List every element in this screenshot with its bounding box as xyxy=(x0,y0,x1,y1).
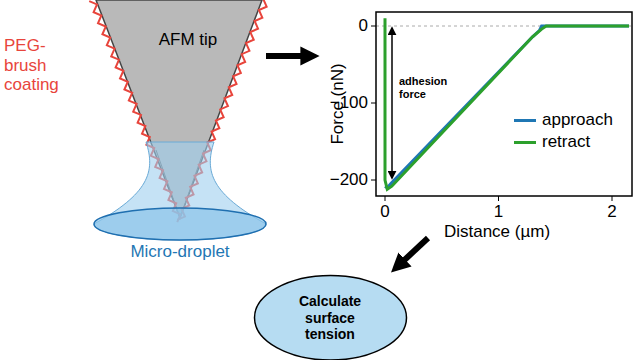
approach-curve xyxy=(385,26,629,188)
annotation: adhesion force xyxy=(399,75,451,100)
droplet-base xyxy=(94,208,266,240)
tick-mark xyxy=(498,196,499,201)
tick-label: 1 xyxy=(494,202,503,222)
legend-text: approach xyxy=(542,110,613,130)
node-label: AFM tip xyxy=(159,30,218,50)
adhesion-arrow xyxy=(391,28,393,178)
legend-text: retract xyxy=(542,132,590,152)
node-label: Micro-droplet xyxy=(130,242,229,262)
tick-label: 2 xyxy=(607,202,616,222)
legend-line-sample xyxy=(514,119,536,122)
coating-label: PEG-brush coating xyxy=(4,36,88,95)
flow-arrow xyxy=(398,238,428,266)
plot-frame xyxy=(376,12,632,196)
tick-label: −200 xyxy=(330,170,368,190)
tick-label: 0 xyxy=(359,16,368,36)
tick-mark xyxy=(385,196,386,201)
legend-entry: retract xyxy=(514,132,590,152)
legend-line-sample xyxy=(514,141,536,144)
droplet-body xyxy=(94,142,266,240)
tick-mark xyxy=(371,26,376,27)
retract-curve xyxy=(385,18,629,189)
flow-arrow xyxy=(266,53,310,59)
tick-label: −100 xyxy=(330,93,368,113)
node-label: Calculate surface tension xyxy=(280,293,380,343)
ellipse-outline xyxy=(254,276,406,360)
legend-entry: approach xyxy=(514,110,613,130)
result-ellipse: Calculate surface tension xyxy=(253,274,408,360)
tick-label: 0 xyxy=(380,202,389,222)
micro-droplet: Micro-droplet xyxy=(86,132,274,266)
axis-title: Distance (µm) xyxy=(444,222,550,242)
tick-mark xyxy=(371,180,376,181)
force-chart xyxy=(371,12,632,201)
tick-mark xyxy=(612,196,613,201)
tick-mark xyxy=(371,103,376,104)
